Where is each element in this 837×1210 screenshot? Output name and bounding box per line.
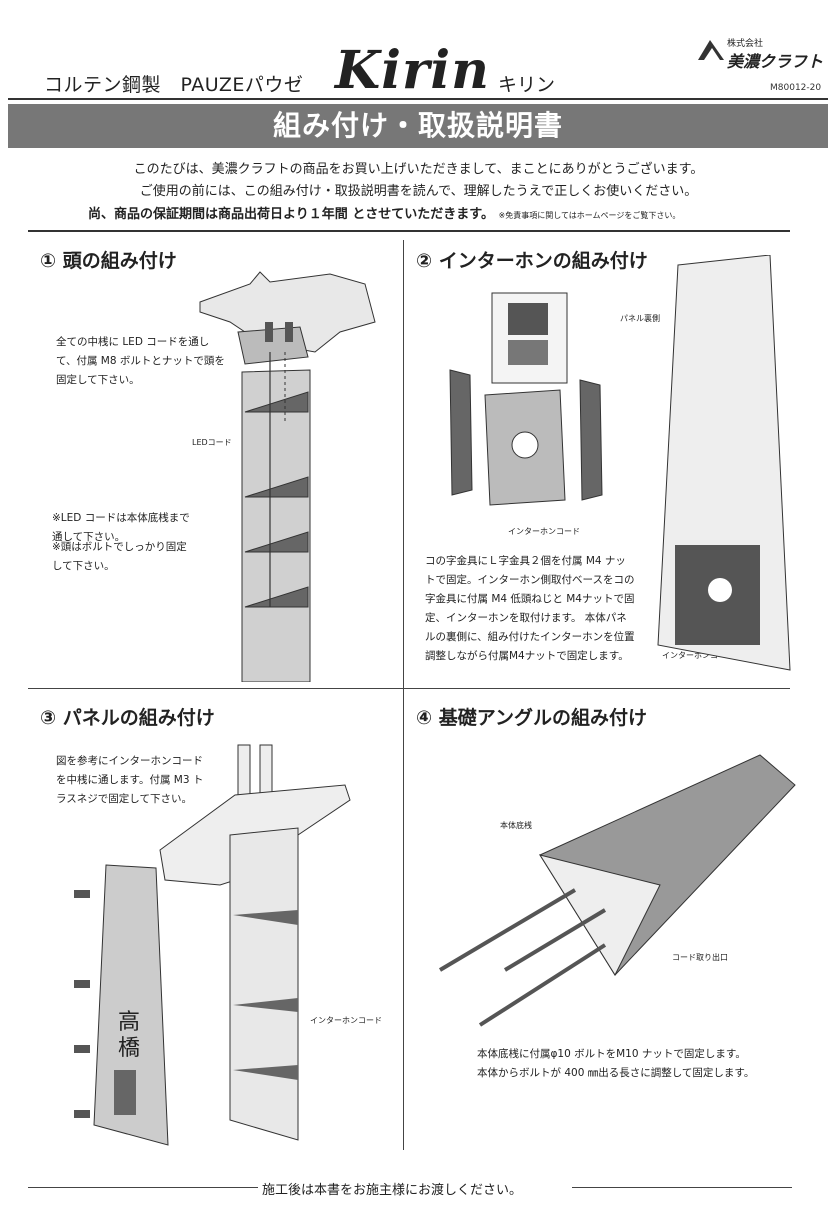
nameplate-text: 高橋 xyxy=(118,1010,141,1061)
product-line: コルテン鋼製 PAUZEパウゼ xyxy=(44,74,304,96)
section-2-note: コの字金具にＬ字金具２個を付属 M4 ナットで固定。インターホン側取付ベースをコ… xyxy=(425,555,635,662)
intercom-cord-label-2: インターホンコード xyxy=(662,651,734,660)
section-4-title: ④ 基礎アングルの組み付け xyxy=(416,707,647,729)
product-kana: キリン xyxy=(498,74,556,96)
footer-rule-left xyxy=(28,1187,258,1188)
company-name: 美濃クラフト xyxy=(727,52,824,71)
section-1-note: 全ての中桟に LED コードを通して、付属 M8 ボルトとナットで頭を固定して下… xyxy=(56,336,225,386)
bottom-frame-label: 本体底桟 xyxy=(500,821,532,830)
section-divider-horizontal xyxy=(28,688,790,689)
company-logo-icon xyxy=(698,40,724,60)
section-divider-vertical xyxy=(403,240,404,1150)
intercom-cord-label: インターホンコード xyxy=(508,527,580,536)
section-1-title: ① 頭の組み付け xyxy=(40,250,177,272)
cord-exit-label: コード取り出口 xyxy=(672,953,728,962)
panel-back-label: パネル裏側 xyxy=(620,314,660,323)
foundation-angle-diagram xyxy=(438,754,796,1027)
section-3-note: 図を参考にインターホンコードを中桟に通します。付属 M3 トラスネジで固定して下… xyxy=(56,755,204,805)
kirin-logo: Kirin xyxy=(335,40,490,101)
section-2-title: ② インターホンの組み付け xyxy=(416,250,648,272)
company-small: 株式会社 xyxy=(727,39,764,49)
intro-rule xyxy=(28,230,790,232)
section-1-note-3: ※頭はボルトでしっかり固定して下さい。 xyxy=(52,541,187,572)
intro-line-3-note: ※免責事項に関してはホームページをご覧下さい。 xyxy=(498,211,681,220)
banner-title: 組み付け・取扱説明書 xyxy=(8,104,828,148)
section-3-cord-label: インターホンコード xyxy=(310,1016,382,1025)
section-1-note-2: ※LED コードは本体底桟まで通して下さい。 xyxy=(52,512,190,543)
section-4-note-2: 本体からボルトが 400 ㎜出る長さに調整して固定します。 xyxy=(477,1067,755,1079)
footer-text: 施工後は本書をお施主様にお渡しください。 xyxy=(262,1183,523,1198)
head-assembly-diagram xyxy=(199,271,376,682)
section-4-note-1: 本体底桟に付属φ10 ボルトをM10 ナットで固定します。 xyxy=(477,1048,746,1060)
panel-assembly-diagram xyxy=(74,744,351,1146)
header-rule xyxy=(8,98,828,100)
footer-rule-right xyxy=(572,1187,792,1188)
intro-line-3-text: 尚、商品の保証期間は商品出荷日より１年間 とさせていただきます。 xyxy=(88,207,494,222)
intercom-assembly-diagram xyxy=(449,255,791,671)
doc-number: M80012-20 xyxy=(770,83,822,93)
intro-line-1: このたびは、美濃クラフトの商品をお買い上げいただきまして、まことにありがとうござ… xyxy=(133,162,704,177)
intro-line-2: ご使用の前には、この組み付け・取扱説明書を読んで、理解したうえで正しくお使いくだ… xyxy=(139,184,698,199)
led-cord-label: LEDコード xyxy=(192,438,232,447)
section-3-title: ③ パネルの組み付け xyxy=(40,707,215,729)
intro-line-3: 尚、商品の保証期間は商品出荷日より１年間 とさせていただきます。 ※免責事項に関… xyxy=(88,203,680,222)
